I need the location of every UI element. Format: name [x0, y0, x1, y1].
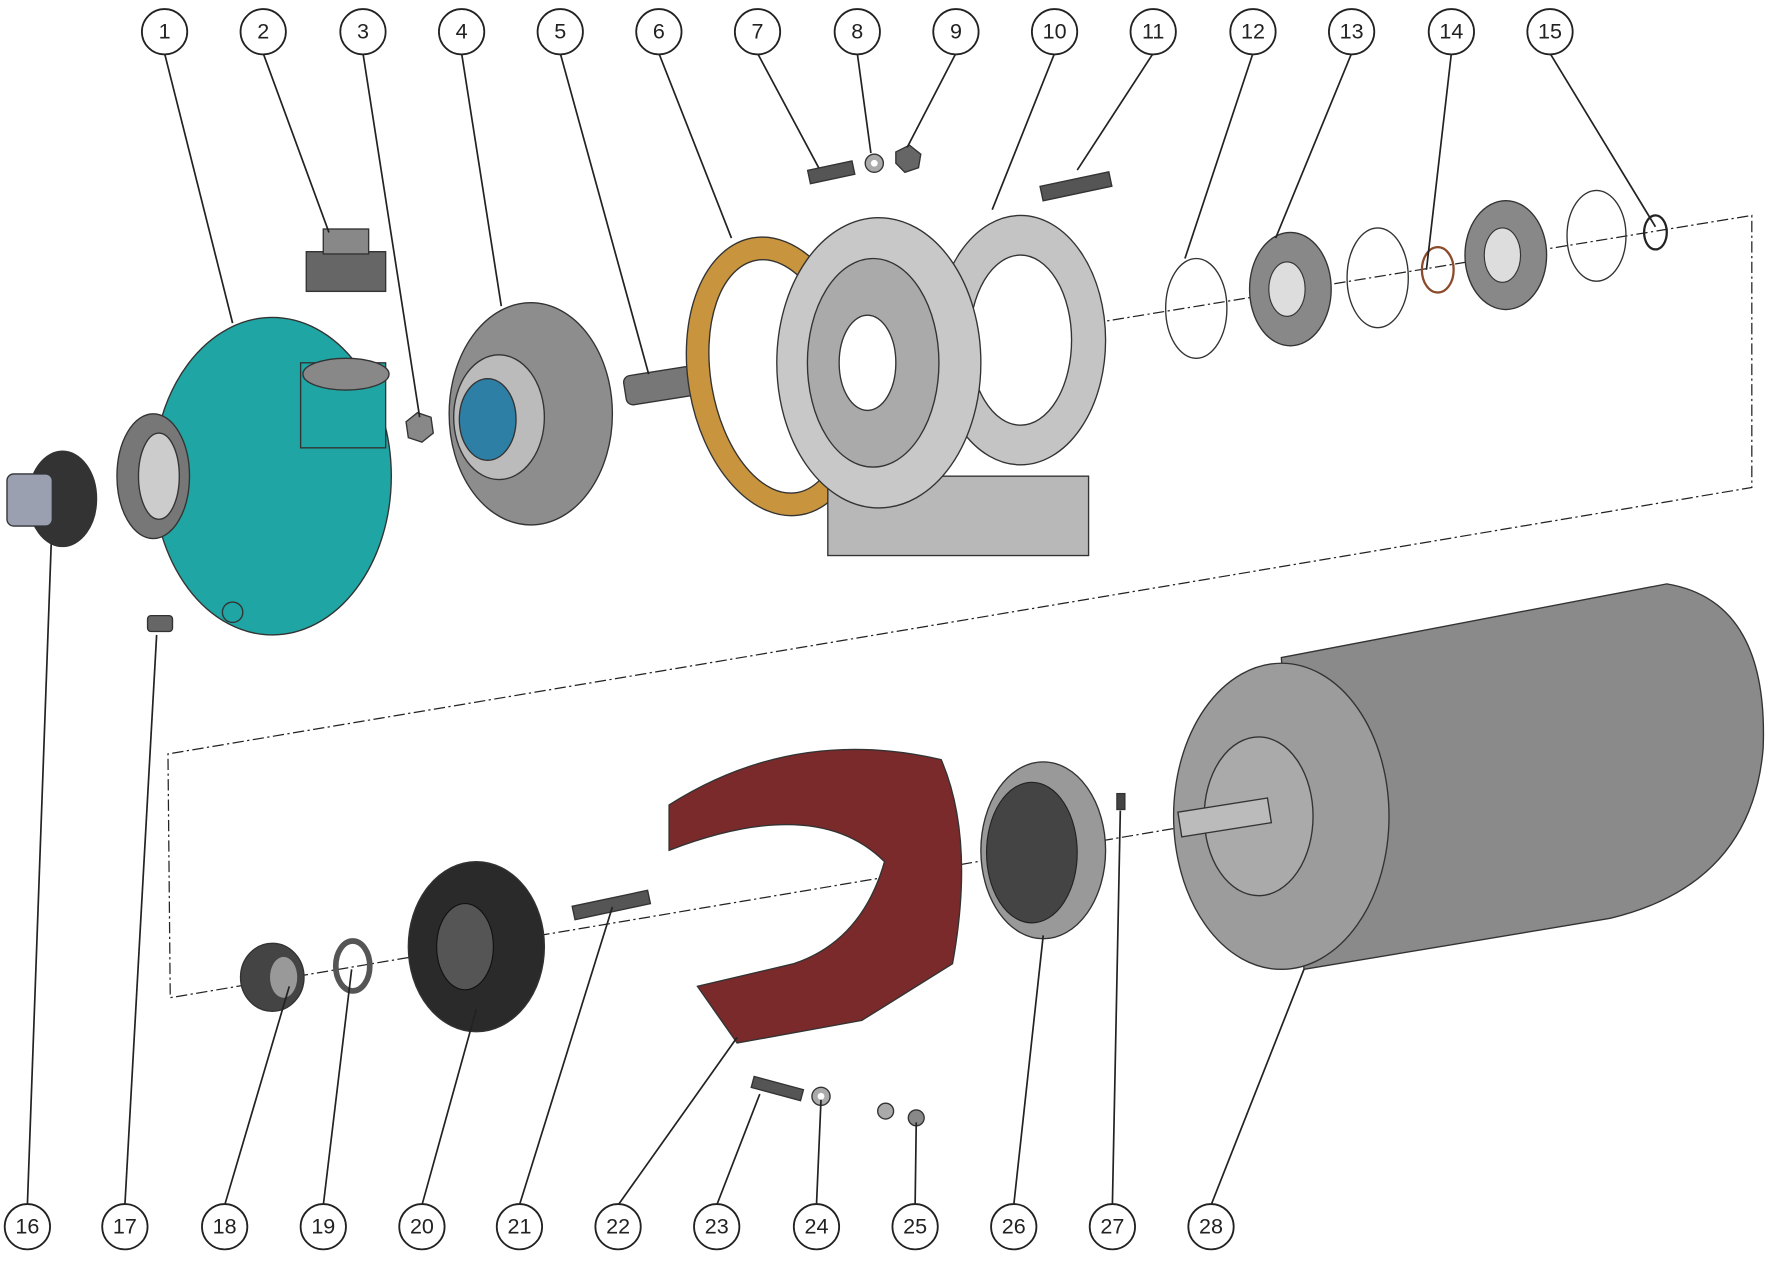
callout-label: 3 [357, 20, 369, 44]
part-23-bolt [750, 1075, 805, 1102]
part-17-screw [146, 614, 174, 633]
callout-19: 19 [299, 1203, 347, 1251]
callout-label: 22 [606, 1215, 630, 1239]
part-3-impeller-nut [405, 411, 434, 443]
part-9-nut [895, 144, 922, 174]
part-11-bolt [1039, 170, 1113, 202]
callout-label: 20 [410, 1215, 434, 1239]
callout-8: 8 [833, 8, 881, 56]
callout-20: 20 [398, 1203, 446, 1251]
callout-label: 12 [1241, 20, 1265, 44]
callout-3: 3 [339, 8, 387, 56]
callout-28: 28 [1187, 1203, 1235, 1251]
callout-label: 6 [653, 20, 665, 44]
part-14-o-ring [1420, 246, 1455, 294]
callout-16: 16 [3, 1203, 51, 1251]
callout-4: 4 [438, 8, 486, 56]
part-27-set-screw [1116, 792, 1126, 811]
callout-7: 7 [733, 8, 782, 56]
part-28-motor [1172, 583, 1765, 971]
callout-label: 2 [257, 20, 269, 44]
part-2-pipe-plug [305, 228, 387, 293]
part-4-impeller [448, 302, 614, 526]
callout-label: 21 [507, 1215, 531, 1239]
callout-label: 4 [456, 20, 468, 44]
callout-label: 25 [903, 1215, 927, 1239]
callout-label: 7 [752, 20, 764, 44]
callout-label: 24 [804, 1215, 828, 1239]
callout-label: 23 [705, 1215, 729, 1239]
callout-12: 12 [1229, 8, 1277, 56]
callout-label: 26 [1002, 1215, 1026, 1239]
part-1-volute-casing [116, 316, 392, 636]
callout-24: 24 [792, 1203, 841, 1251]
callout-label: 27 [1100, 1215, 1124, 1239]
part-12b-ring [1346, 227, 1409, 329]
part-13-bearing [1248, 231, 1332, 347]
part-26-fan [980, 761, 1107, 940]
callout-10: 10 [1030, 8, 1079, 56]
part-22-shaft-guard [668, 748, 963, 1044]
callout-label: 17 [113, 1215, 137, 1239]
part-24-washer [811, 1086, 831, 1107]
part-13b-bearing [1464, 199, 1548, 311]
part-15-retaining-ring [1566, 189, 1668, 282]
part-21-bolt [571, 889, 652, 921]
callout-18: 18 [201, 1203, 249, 1251]
callout-2: 2 [239, 8, 287, 56]
callout-label: 15 [1538, 20, 1562, 44]
part-25-washer-nut [877, 1102, 925, 1127]
part-12-ring [1164, 257, 1228, 359]
callout-label: 14 [1439, 20, 1463, 44]
callout-25: 25 [891, 1203, 939, 1251]
part-19-seal-washer [332, 938, 373, 994]
part-20-flex-impeller [407, 860, 546, 1033]
part-18-mechanical-seal [239, 942, 305, 1012]
callout-label: 11 [1142, 20, 1164, 44]
callout-6: 6 [635, 8, 683, 56]
callout-27: 27 [1088, 1203, 1136, 1251]
callout-26: 26 [990, 1203, 1038, 1251]
callout-label: 28 [1199, 1215, 1223, 1239]
callout-14: 14 [1427, 8, 1475, 56]
callout-label: 13 [1340, 20, 1364, 44]
callout-label: 19 [311, 1215, 335, 1239]
callout-13: 13 [1328, 8, 1376, 56]
leader-lines [26, 52, 1657, 1206]
callout-21: 21 [495, 1203, 544, 1251]
callout-22: 22 [594, 1203, 642, 1251]
callout-23: 23 [693, 1203, 741, 1251]
callout-1: 1 [140, 8, 189, 56]
callout-label: 1 [159, 20, 171, 44]
part-10-bearing-frame [776, 214, 1107, 557]
part-8-washer [864, 153, 885, 174]
callout-15: 15 [1526, 8, 1574, 56]
callout-label: 5 [554, 20, 566, 44]
callout-5: 5 [536, 8, 584, 56]
callout-label: 16 [15, 1215, 39, 1239]
part-16-drain-plug [6, 450, 98, 548]
callout-9: 9 [932, 8, 980, 56]
callout-label: 18 [213, 1215, 237, 1239]
callout-label: 9 [950, 20, 962, 44]
part-7-bolt [806, 160, 856, 185]
callout-label: 10 [1043, 20, 1067, 44]
callout-17: 17 [101, 1203, 149, 1251]
callout-11: 11 [1129, 8, 1177, 56]
callout-label: 8 [851, 20, 863, 44]
